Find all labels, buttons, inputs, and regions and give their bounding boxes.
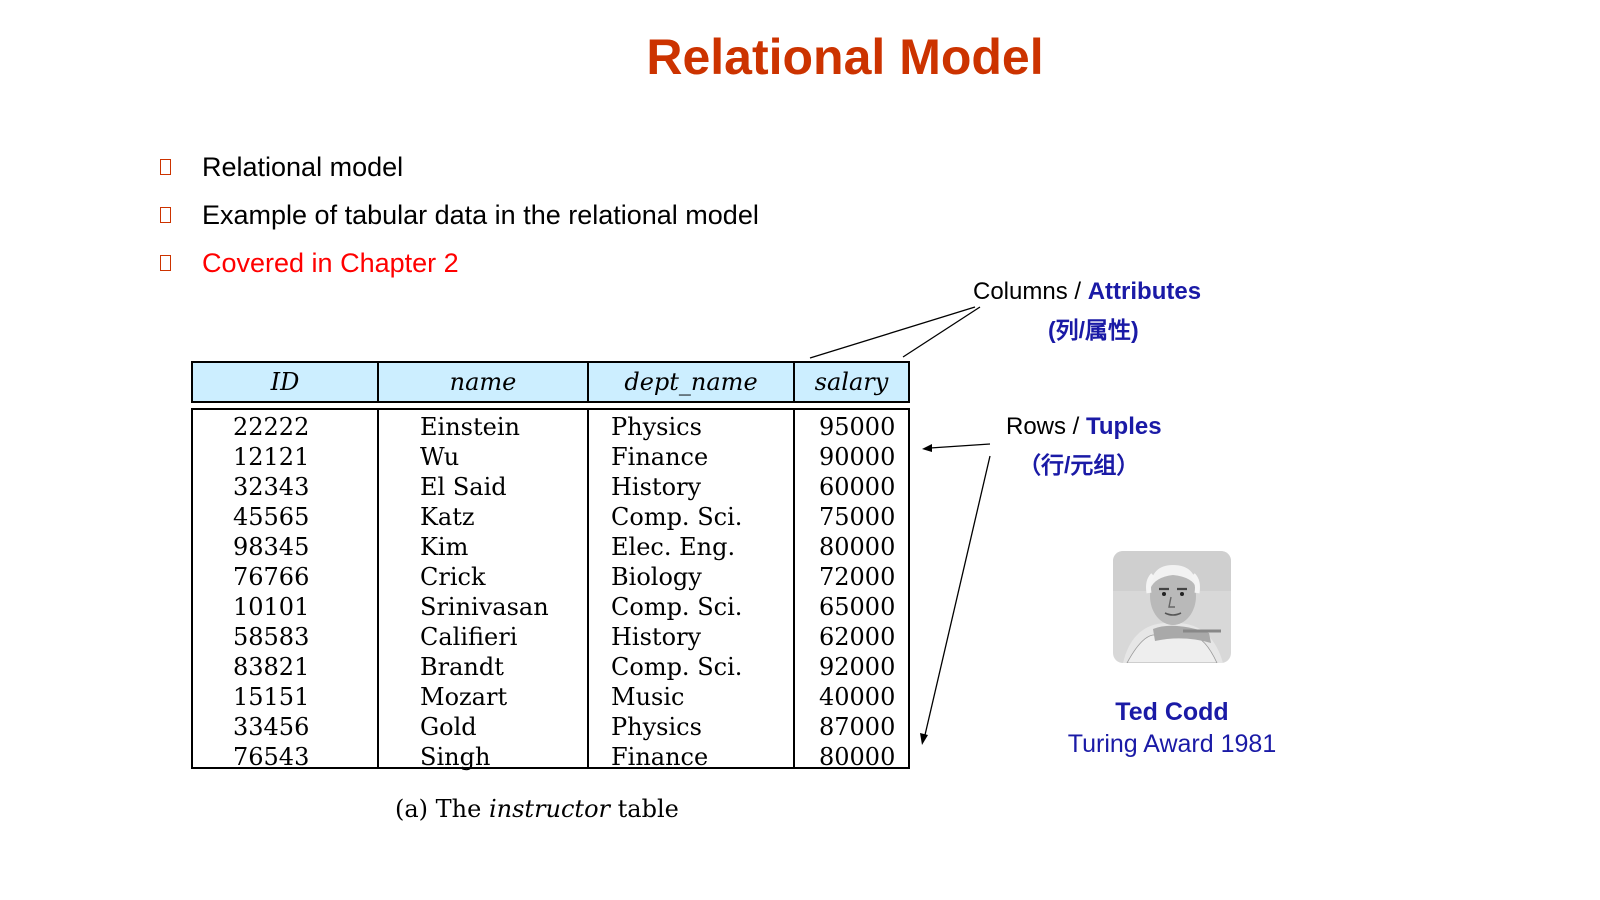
table-cell: Biology xyxy=(611,563,702,591)
table-cell: Elec. Eng. xyxy=(611,533,736,561)
table-caption: (a) The instructor table xyxy=(395,795,679,823)
bullet-marker-icon xyxy=(160,159,171,175)
table-cell: Finance xyxy=(611,443,709,471)
table-cell: 80000 xyxy=(819,743,896,771)
table-cell: 32343 xyxy=(233,473,310,501)
bullet-marker-icon xyxy=(160,255,171,271)
header-name: name xyxy=(379,363,589,401)
header-dept-name: dept_name xyxy=(589,363,795,401)
bullet-text: Relational model xyxy=(202,151,404,182)
table-cell: 45565 xyxy=(233,503,310,531)
table-cell: Music xyxy=(611,683,685,711)
columns-chinese: (列/属性) xyxy=(1048,317,1139,343)
table-cell: 65000 xyxy=(819,593,896,621)
arrowhead-icon xyxy=(920,733,928,745)
table-cell: Finance xyxy=(611,743,709,771)
header-salary: salary xyxy=(814,368,889,396)
columns-label: Columns / xyxy=(973,278,1088,305)
caption-suffix: table xyxy=(610,795,679,823)
table-cell: 90000 xyxy=(819,443,896,471)
table-cell: History xyxy=(611,623,702,651)
rows-arrow-line xyxy=(924,455,991,736)
table-cell: Comp. Sci. xyxy=(611,653,743,681)
table-cell: Wu xyxy=(420,443,460,471)
table-cell: Physics xyxy=(611,713,702,741)
table-cell: Gold xyxy=(420,713,477,741)
person-name: Ted Codd xyxy=(1115,698,1229,726)
table-cell: Singh xyxy=(420,743,491,771)
table-cell: 87000 xyxy=(819,713,896,741)
slide-title: Relational Model xyxy=(646,29,1044,85)
caption-italic: instructor xyxy=(488,795,610,823)
table-cell: 22222 xyxy=(233,413,310,441)
table-cell: Srinivasan xyxy=(420,593,549,621)
table-cell: Califieri xyxy=(420,623,518,651)
arrowhead-icon xyxy=(922,444,932,452)
ted-codd-photo xyxy=(1113,551,1231,663)
bullet-text: Example of tabular data in the relationa… xyxy=(202,199,759,230)
bullet-item: Relational model xyxy=(160,143,759,191)
table-cell: 10101 xyxy=(233,593,310,621)
table-header: ID name dept_name salary xyxy=(191,361,910,403)
table-cell: Brandt xyxy=(420,653,504,681)
table-cell: Mozart xyxy=(420,683,508,711)
bullet-item: Example of tabular data in the relationa… xyxy=(160,191,759,239)
rows-chinese: （行/元组） xyxy=(1018,452,1140,478)
columns-pointer-line xyxy=(809,306,976,359)
rows-term: Tuples xyxy=(1086,413,1162,440)
table-cell: 60000 xyxy=(819,473,896,501)
table-cell: Katz xyxy=(420,503,475,531)
columns-pointer-line xyxy=(902,306,981,358)
table-cell: History xyxy=(611,473,702,501)
columns-term: Attributes xyxy=(1087,278,1202,305)
rows-label: Rows / xyxy=(1006,413,1087,440)
table-cell: 83821 xyxy=(233,653,310,681)
table-cell: 12121 xyxy=(233,443,310,471)
table-cell: Physics xyxy=(611,413,702,441)
table-cell: 80000 xyxy=(819,533,896,561)
table-cell: 72000 xyxy=(819,563,896,591)
bullet-item: Covered in Chapter 2 xyxy=(160,239,759,287)
bullet-list: Relational model Example of tabular data… xyxy=(160,143,759,287)
rows-annotation: Rows / Tuples xyxy=(1006,413,1162,441)
bullet-text: Covered in Chapter 2 xyxy=(202,247,459,278)
table-cell: Comp. Sci. xyxy=(611,503,743,531)
table-cell: 33456 xyxy=(233,713,310,741)
table-cell: Einstein xyxy=(420,413,520,441)
table-cell: 58583 xyxy=(233,623,310,651)
table-cell: 92000 xyxy=(819,653,896,681)
bullet-marker-icon xyxy=(160,207,171,223)
table-cell: Comp. Sci. xyxy=(611,593,743,621)
table-cell: 95000 xyxy=(819,413,896,441)
table-cell: 98345 xyxy=(233,533,310,561)
columns-annotation: Columns / Attributes xyxy=(973,278,1201,306)
table-cell: Crick xyxy=(420,563,486,591)
table-cell: El Said xyxy=(420,473,507,501)
header-id: ID xyxy=(193,363,379,401)
table-cell: 76543 xyxy=(233,743,310,771)
table-cell: 75000 xyxy=(819,503,896,531)
table-cell: 62000 xyxy=(819,623,896,651)
caption-prefix: (a) The xyxy=(395,795,489,823)
table-cell: 15151 xyxy=(233,683,310,711)
rows-arrow-line xyxy=(929,443,991,449)
table-cell: 40000 xyxy=(819,683,896,711)
table-cell: 76766 xyxy=(233,563,310,591)
table-cell: Kim xyxy=(420,533,469,561)
person-award: Turing Award 1981 xyxy=(1067,730,1277,758)
